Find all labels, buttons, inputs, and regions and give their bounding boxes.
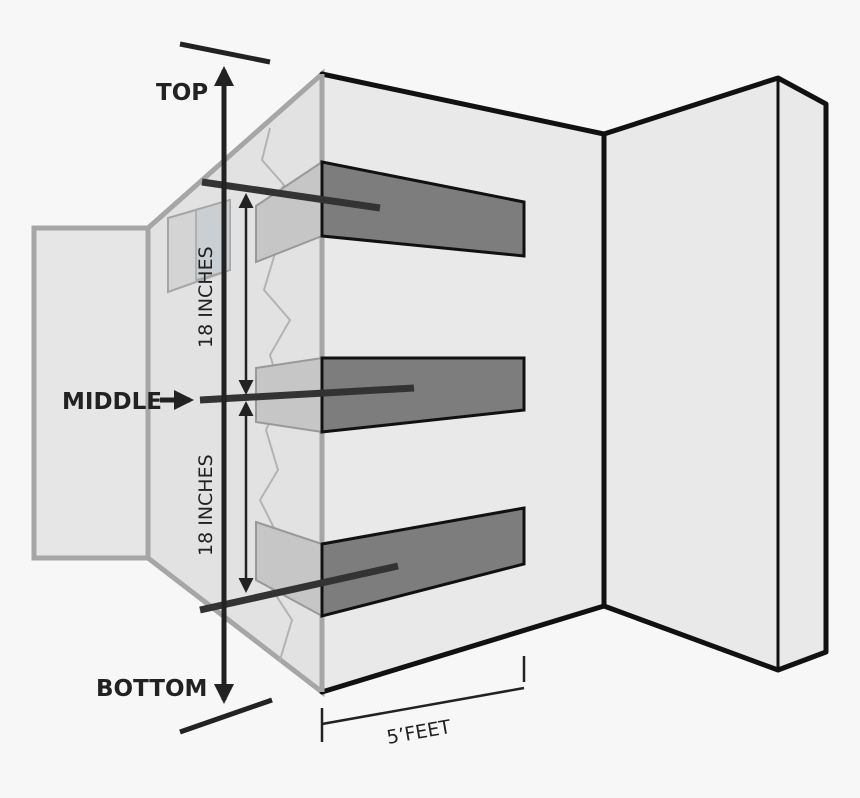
upper-distance-label: 18 INCHES	[195, 246, 217, 348]
bottom-stripe-dark	[320, 506, 526, 618]
middle-stripe-dark	[320, 356, 526, 434]
left-box	[31, 225, 151, 561]
right-wall	[601, 75, 829, 673]
top-stripe-dark	[320, 160, 526, 258]
middle-label: MIDDLE	[62, 389, 162, 415]
bottom-cap-line	[179, 697, 273, 735]
width-dimension-line	[321, 686, 525, 726]
middle-sample-line	[199, 384, 415, 404]
bottom-label: BOTTOM	[96, 676, 207, 702]
top-cap-line	[179, 41, 271, 65]
width-label: 5’FEET	[385, 716, 453, 749]
lower-distance-label: 18 INCHES	[195, 454, 217, 556]
top-label: TOP	[156, 80, 208, 106]
